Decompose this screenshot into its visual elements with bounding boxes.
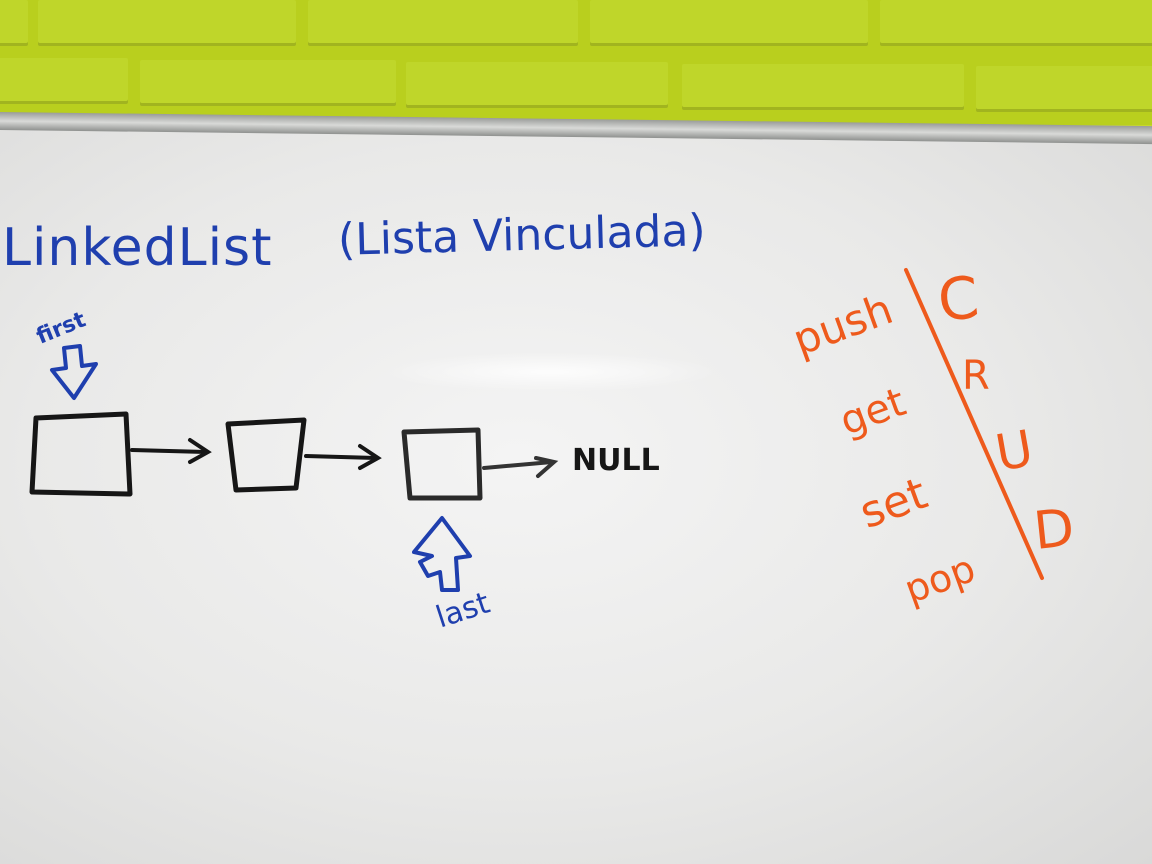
- brick: [0, 58, 128, 104]
- arrow-1: [130, 438, 212, 464]
- last-pointer-arrow: [412, 516, 472, 592]
- subtitle-text: (Lista Vinculada): [337, 205, 707, 266]
- whiteboard: [0, 128, 1152, 864]
- null-terminator-label: NULL: [572, 443, 660, 478]
- node-box-2: [225, 417, 307, 493]
- crud-letter-d: D: [1030, 498, 1078, 562]
- crud-letter-c: C: [934, 263, 982, 335]
- first-pointer-arrow: [50, 344, 98, 400]
- arrow-2: [304, 444, 382, 470]
- brick-wall: [0, 0, 1152, 125]
- light-reflection: [380, 352, 720, 392]
- node-box-1: [29, 411, 133, 497]
- brick: [976, 66, 1152, 112]
- brick: [140, 60, 396, 106]
- brick: [682, 64, 964, 110]
- arrow-3: [482, 456, 559, 478]
- crud-letter-r: R: [962, 353, 990, 399]
- brick: [880, 0, 1152, 46]
- brick: [406, 62, 668, 108]
- crud-divider-line: [904, 268, 1044, 580]
- brick: [38, 0, 296, 46]
- brick: [308, 0, 578, 46]
- title-text: LinkedList: [2, 218, 273, 278]
- brick: [0, 0, 28, 46]
- brick: [590, 0, 868, 46]
- node-box-3: [401, 427, 483, 501]
